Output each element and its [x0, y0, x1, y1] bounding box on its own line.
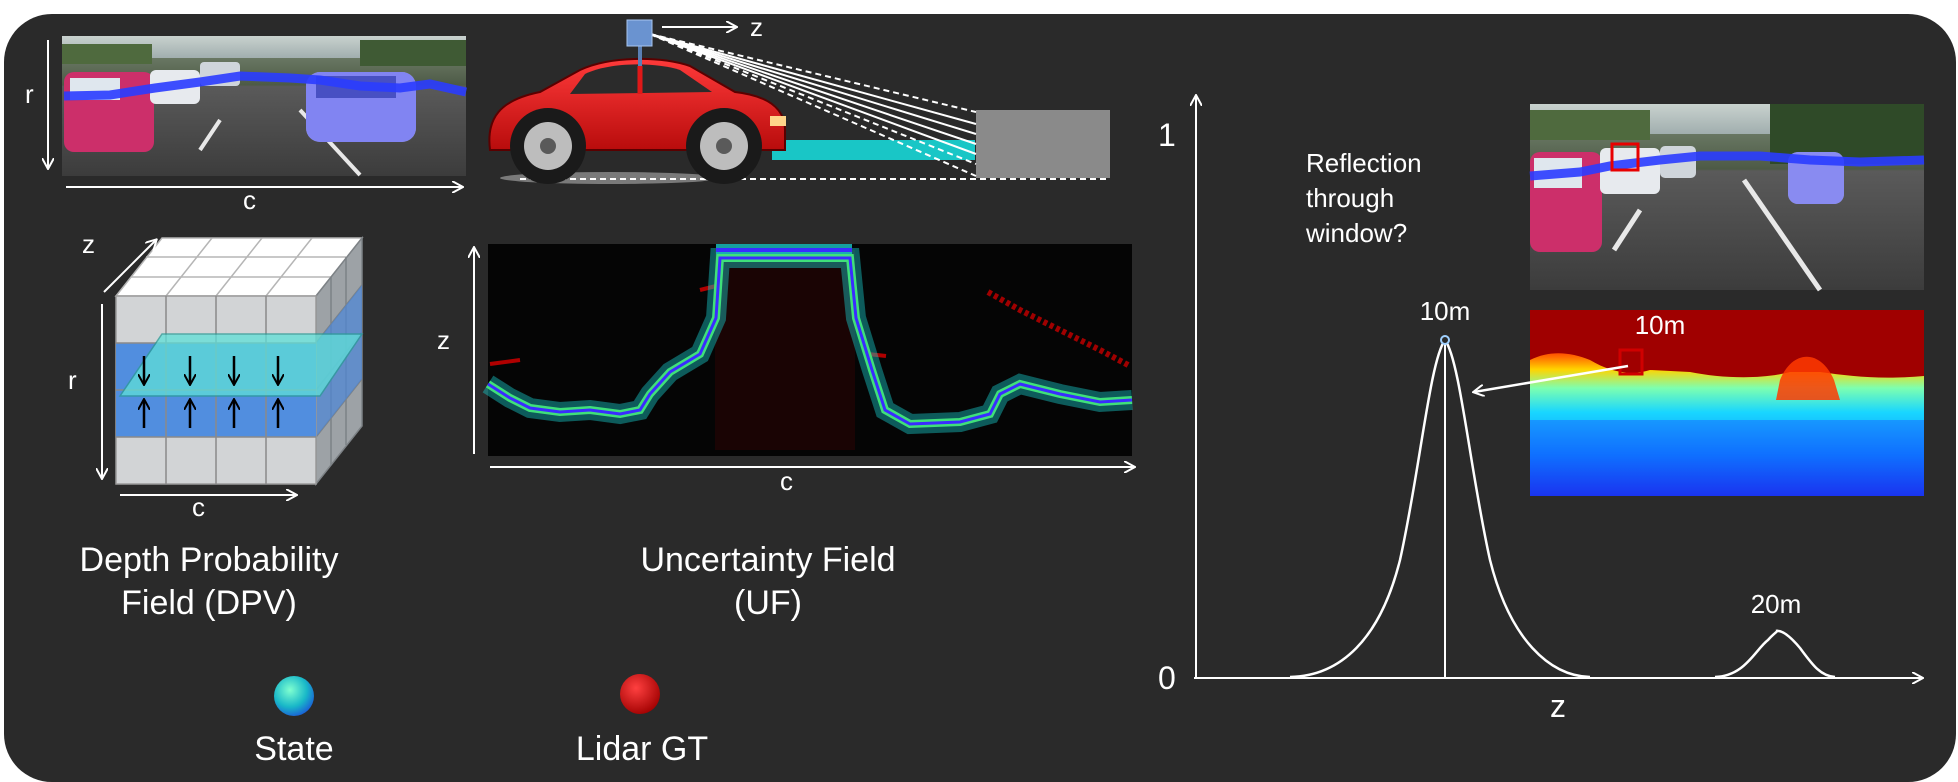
- peak-10m-dot: [1440, 335, 1450, 345]
- uncertainty-field-image: [482, 244, 1133, 456]
- legend-state-marker: [274, 676, 314, 716]
- plot-y-tick-0: 0: [1158, 660, 1176, 696]
- peak-10m-label: 10m: [1420, 296, 1471, 326]
- legend-lidar-label: Lidar GT: [576, 730, 708, 768]
- lidar-sensor: [626, 19, 653, 47]
- heatmap-highlight-box: [1618, 348, 1644, 376]
- camera-r-label: r: [25, 79, 34, 109]
- uf-title-line1: Uncertainty Field: [640, 541, 895, 579]
- annotation-line3: window?: [1305, 218, 1407, 248]
- dpv-r-label: r: [68, 365, 77, 395]
- dpv-z-axis: [103, 240, 156, 293]
- uf-z-label: z: [437, 325, 450, 355]
- peak-curve-20m: [1714, 629, 1836, 679]
- uf-c-label: c: [780, 466, 793, 496]
- legend-lidar-marker: [620, 674, 660, 714]
- camera-image-top-left: [62, 36, 467, 177]
- depth-heatmap: [1530, 310, 1924, 496]
- dpv-cube: [114, 235, 364, 487]
- plot-x-label: z: [1550, 688, 1566, 724]
- window-highlight-box: [1610, 142, 1640, 172]
- annotation-line1: Reflection: [1306, 148, 1422, 178]
- dpv-c-label: c: [192, 492, 205, 522]
- camera-image-right: [1529, 104, 1925, 292]
- uf-title-line2: (UF): [734, 584, 802, 622]
- car-lidar-illustration: [488, 19, 1110, 184]
- dpv-title-line1: Depth Probability: [80, 541, 339, 579]
- heatmap-10m-label: 10m: [1635, 310, 1686, 340]
- camera-c-label: c: [243, 185, 256, 215]
- heatmap-to-peak-arrow: [1474, 364, 1629, 392]
- dpv-title-line2: Field (DPV): [121, 584, 297, 622]
- plot-y-tick-1: 1: [1158, 117, 1176, 153]
- annotation-line2: through: [1306, 183, 1394, 213]
- obstacle-block: [976, 110, 1110, 178]
- lidar-z-label: z: [750, 12, 763, 42]
- legend-state-label: State: [254, 730, 333, 768]
- dpv-z-label: z: [82, 229, 95, 259]
- peak-20m-label: 20m: [1751, 589, 1802, 619]
